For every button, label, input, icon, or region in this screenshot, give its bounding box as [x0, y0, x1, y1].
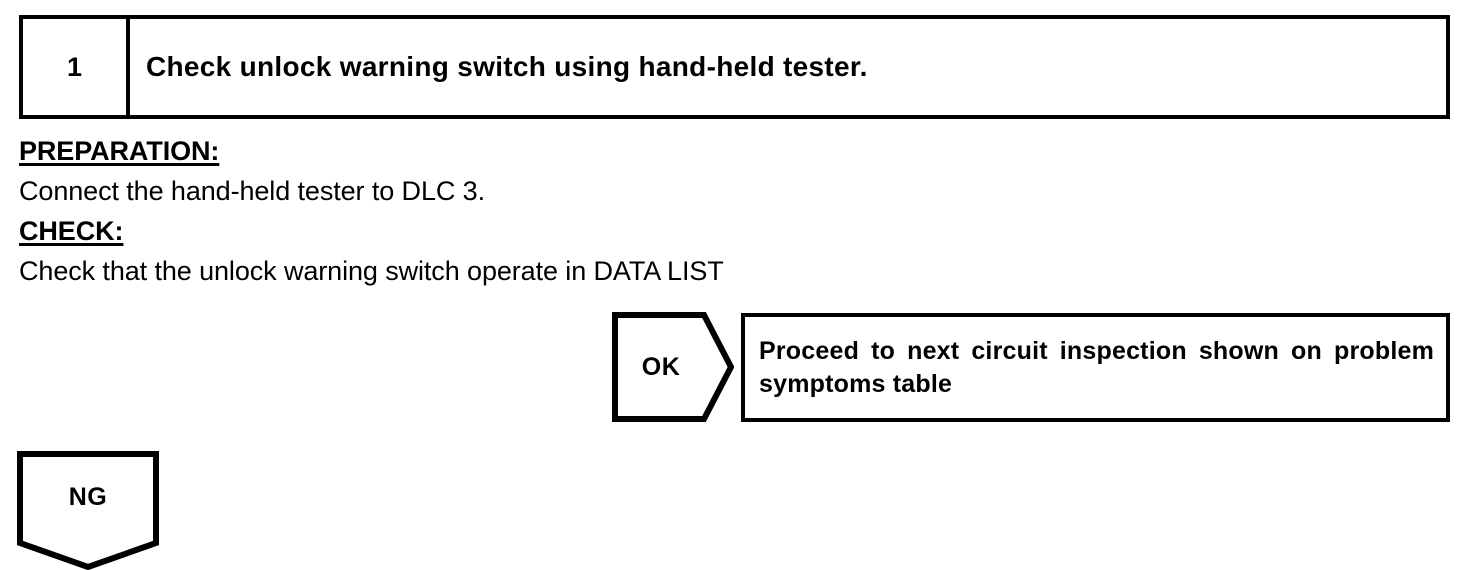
- step-number-cell: 1: [23, 19, 130, 115]
- step-number: 1: [66, 51, 83, 82]
- ok-result-box: Proceed to next circuit inspection shown…: [741, 313, 1450, 422]
- preparation-heading: PREPARATION:: [19, 136, 220, 166]
- check-text: Check that the unlock warning switch ope…: [19, 256, 724, 286]
- ok-result-text: Proceed to next circuit inspection shown…: [759, 336, 1434, 398]
- ok-branch-label: OK: [641, 352, 681, 381]
- step-header-table: 1 Check unlock warning switch using hand…: [19, 15, 1450, 119]
- step-title: Check unlock warning switch using hand-h…: [146, 50, 868, 82]
- ng-branch-arrow-shape: [17, 451, 159, 570]
- ok-branch-arrow-shape: [612, 312, 734, 422]
- preparation-text: Connect the hand-held tester to DLC 3.: [19, 176, 485, 206]
- step-title-cell: Check unlock warning switch using hand-h…: [130, 19, 1446, 115]
- check-heading: CHECK:: [19, 216, 124, 246]
- ng-branch-label: NG: [68, 482, 108, 511]
- instruction-block: PREPARATION: Connect the hand-held teste…: [19, 131, 1119, 291]
